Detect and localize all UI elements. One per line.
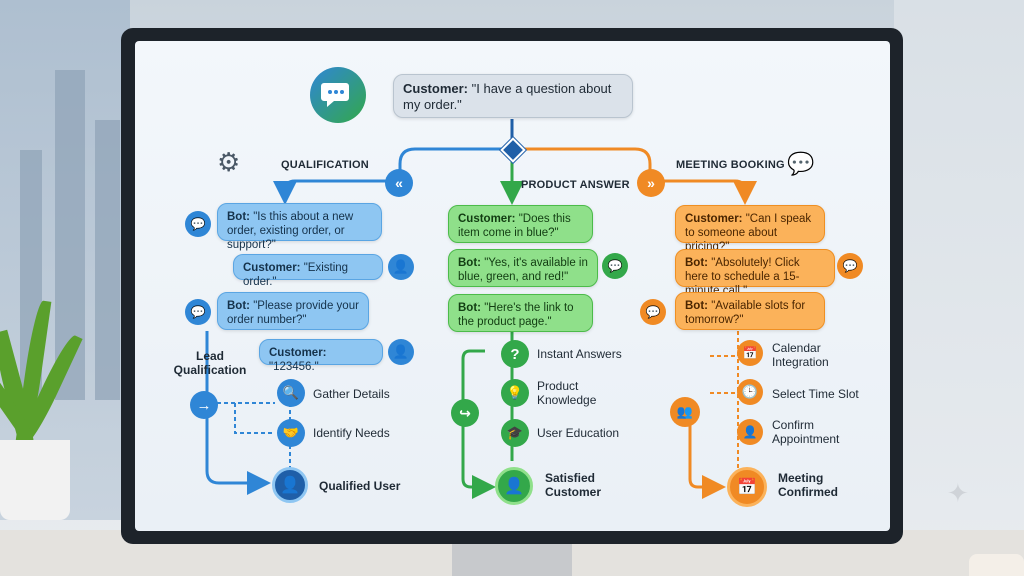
qualification-message-4: Customer: "123456.": [259, 339, 383, 373]
meeting-message-3: Bot: "Available slots for tomorrow?": [675, 292, 825, 330]
product-message-3: Bot: "Here's the link to the product pag…: [448, 294, 593, 332]
customer-user-icon: 👤: [388, 254, 414, 280]
step-product-knowledge: Product Knowledge: [537, 379, 597, 407]
monitor-stand: [452, 544, 572, 576]
product-message-2: Bot: "Yes, it's available in blue, green…: [448, 249, 598, 287]
message-text: "123456.": [269, 361, 319, 373]
customer-user-icon: 👤: [388, 339, 414, 365]
chevron-left-icon: «: [385, 169, 413, 197]
lightbulb-icon: 💡: [501, 379, 529, 407]
step-identify-needs: Identify Needs: [313, 426, 390, 440]
speaker: Bot:: [458, 257, 481, 269]
clock-icon: 🕒: [737, 379, 763, 405]
speaker: Bot:: [227, 300, 250, 312]
meeting-confirmed-result: Meeting Confirmed: [778, 471, 838, 499]
qualified-user-result: Qualified User: [319, 479, 401, 493]
search-icon: 🔍: [277, 379, 305, 407]
person-check-icon: 👤: [737, 419, 763, 445]
question-icon: ?: [501, 340, 529, 368]
office-window-right: [894, 0, 1024, 520]
lead-qualification-label: Lead Qualification: [173, 349, 247, 377]
speaker: Customer:: [458, 213, 516, 225]
meeting-message-1: Customer: "Can I speak to someone about …: [675, 205, 825, 253]
step-gather-details: Gather Details: [313, 387, 390, 401]
arrow-right-icon: →: [190, 391, 218, 419]
meeting-message-2: Bot: "Absolutely! Click here to schedule…: [675, 249, 835, 297]
qualification-message-3: Bot: "Please provide your order number?": [217, 292, 369, 330]
gears-icon: ⚙: [217, 147, 241, 177]
message-text: "Please provide your order number?": [227, 300, 359, 326]
qualification-message-1: Bot: "Is this about a new order, existin…: [217, 203, 382, 251]
speaker: Customer:: [243, 262, 301, 274]
message-text: "I have a question about my order.": [403, 81, 612, 112]
handshake-icon: 🤝: [277, 419, 305, 447]
speaker: Bot:: [458, 302, 481, 314]
qualification-heading: QUALIFICATION: [281, 159, 369, 171]
chevron-right-icon: »: [637, 169, 665, 197]
bot-chat-icon: 💬: [837, 253, 863, 279]
bot-chat-icon: 💬: [640, 299, 666, 325]
group-icon: 👥: [670, 397, 700, 427]
bot-chat-icon: 💬: [185, 211, 211, 237]
people-chat-icon: 💬: [787, 151, 815, 176]
satisfied-customer-icon: 👤: [495, 467, 533, 505]
qualified-user-icon: 👤: [272, 467, 308, 503]
coffee-mug: [969, 554, 1024, 576]
speaker: Customer:: [403, 81, 469, 96]
message-text: "Does this item come in blue?": [458, 213, 571, 239]
speaker: Customer:: [269, 347, 327, 359]
speaker: Bot:: [685, 257, 708, 269]
customer-prompt-bubble: Customer: "I have a question about my or…: [393, 74, 633, 118]
satisfied-customer-result: Satisfied Customer: [545, 471, 602, 499]
step-select-time-slot: Select Time Slot: [772, 387, 859, 401]
calendar-icon: 📅: [737, 340, 763, 366]
step-confirm-appointment: Confirm Appointment: [772, 418, 840, 446]
message-text: "Here's the link to the product page.": [458, 302, 574, 328]
meeting-confirmed-icon: 📅: [727, 467, 767, 507]
bot-chat-icon: 💬: [602, 253, 628, 279]
chat-bubbles-icon: [310, 67, 366, 123]
sparkle-icon: ✦: [947, 478, 969, 508]
qualification-message-2: Customer: "Existing order.": [233, 254, 383, 288]
step-user-education: User Education: [537, 426, 620, 440]
product-message-1: Customer: "Does this item come in blue?": [448, 205, 593, 243]
message-text: "Yes, it's available in blue, green, and…: [458, 257, 588, 283]
speaker: Customer:: [685, 213, 743, 225]
meeting-booking-heading: MEETING BOOKING: [676, 159, 785, 171]
graduation-cap-icon: 🎓: [501, 419, 529, 447]
message-text: "Existing order.": [243, 262, 349, 288]
step-instant-answers: Instant Answers: [537, 347, 622, 361]
message-text: "Is this about a new order, existing ord…: [227, 211, 354, 251]
step-calendar-integration: Calendar Integration: [772, 341, 829, 369]
message-text: "Available slots for tomorrow?": [685, 300, 806, 326]
product-answer-heading: PRODUCT ANSWER: [521, 179, 630, 191]
speaker: Bot:: [685, 300, 708, 312]
share-arrow-icon: ↪: [451, 399, 479, 427]
flowchart-screen: Customer: "I have a question about my or…: [135, 41, 890, 531]
bot-chat-icon: 💬: [185, 299, 211, 325]
speaker: Bot:: [227, 211, 250, 223]
